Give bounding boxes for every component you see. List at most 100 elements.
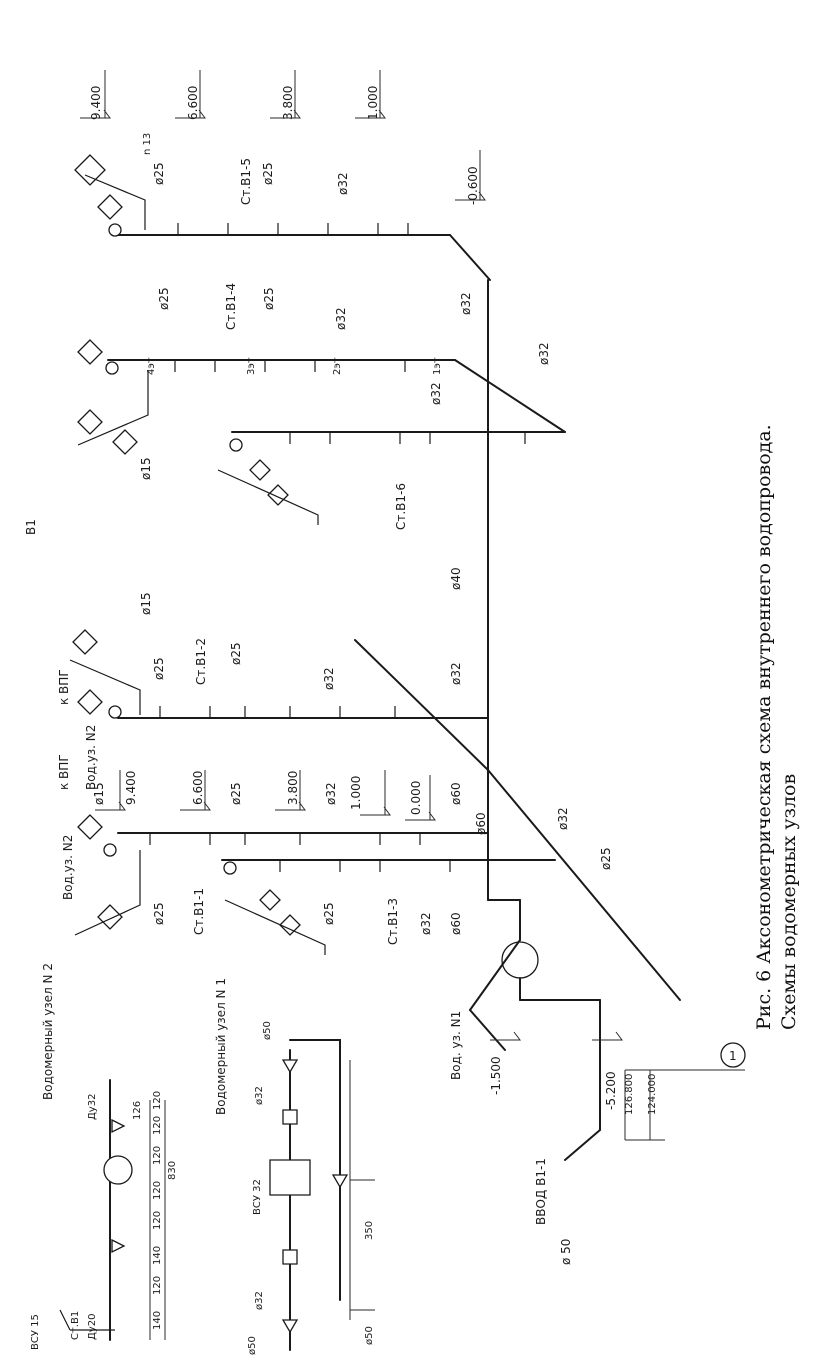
dia-25-i: ø25 (152, 902, 166, 925)
diameter-labels: ø25 ø25 ø32 ø25 ø25 ø32 ø32 ø32 ø32 ø15 … (92, 162, 613, 935)
level-minus-0600: -0.600 (466, 166, 480, 205)
dia-25-f: ø25 (229, 642, 243, 665)
riser-b1-2: Ст.В1-2 (194, 638, 208, 685)
riser-b1-5: Ст.В1-5 (239, 158, 253, 205)
level-minus-1500: -1.500 (489, 1056, 503, 1095)
unit2-dim-4: 120 (152, 1181, 163, 1200)
unit2-dim-5: 120 (152, 1146, 163, 1165)
level-9400-b: 9.400 (124, 771, 138, 805)
dia-25-c: ø25 (157, 287, 171, 310)
level-3800-b: 3.800 (286, 771, 300, 805)
unit1-350-a: 350 (364, 1221, 375, 1240)
level-6600-b: 6.600 (191, 771, 205, 805)
dia-32-a: ø32 (336, 172, 350, 195)
unit1-d50-c: ø50 (364, 1326, 375, 1345)
floor-2: 2эт (332, 357, 343, 375)
note-kvpg-a: к ВПГ (57, 669, 71, 705)
unit2-du32: Ду32 (87, 1094, 98, 1120)
floor-3: 3эт (246, 357, 257, 375)
dia-60-c: ø60 (449, 912, 463, 935)
dia-25-g: ø25 (229, 782, 243, 805)
figure-caption: Рис. 6 Аксонометрическая схема внутренне… (753, 424, 800, 1030)
dia-15-a: ø15 (139, 457, 153, 480)
unit2-dim-2: 140 (152, 1246, 163, 1265)
note-vvod: ВВОД В1-1 (534, 1158, 548, 1225)
unit1-d32-a: ø32 (254, 1291, 265, 1310)
section-marker-label: 1 (729, 1049, 737, 1063)
branch-stubs (149, 223, 526, 872)
floor-labels: 4эт 3эт 2эт 1эт (146, 357, 443, 375)
unit2-stb1: Ст.В1 (70, 1311, 81, 1340)
unit2-dim-8: 126 (132, 1101, 143, 1120)
floor-4: 4эт (146, 357, 157, 375)
dia-40: ø40 (449, 567, 463, 590)
fixtures-upper (74, 154, 319, 525)
note-vod-uz-n2-a: Вод.уз. N2 (84, 725, 98, 790)
dia-15-c: ø15 (92, 782, 106, 805)
caption-line-2: Схемы водомерных узлов (778, 774, 800, 1030)
unit2-dim-1: 120 (152, 1276, 163, 1295)
main-pipework (107, 234, 681, 1161)
note-vvod-dia: ø 50 (559, 1239, 573, 1265)
unit2-dim-7: 120 (152, 1091, 163, 1110)
level-0000: 0.000 (409, 781, 423, 815)
unit2-dim-3: 120 (152, 1211, 163, 1230)
level-1000: 1.000 (366, 86, 380, 120)
note-vod-uz-n1: Вод. уз. N1 (449, 1011, 463, 1080)
level-3800: 3.800 (281, 86, 295, 120)
meter-unit-1: Водомерный узел N 1 ø50 ø32 ВСУ 32 ø32 ø… (214, 978, 375, 1355)
unit1-title: Водомерный узел N 1 (214, 978, 228, 1115)
caption-line-1: Рис. 6 Аксонометрическая схема внутренне… (753, 424, 775, 1030)
sheet-code: B1 (24, 519, 38, 535)
dia-32-e: ø32 (429, 382, 443, 405)
dia-52-a: ø32 (449, 662, 463, 685)
unit1-d50-a: ø50 (247, 1336, 258, 1355)
dia-15-b: ø15 (139, 592, 153, 615)
level-6600: 6.600 (186, 86, 200, 120)
unit1-d32-b: ø32 (254, 1086, 265, 1105)
water-meter-symbol (501, 941, 539, 979)
dia-32-i: ø32 (419, 912, 433, 935)
dia-32-h: ø32 (556, 807, 570, 830)
dia-32-c: ø32 (459, 292, 473, 315)
floor-1: 1эт (432, 357, 443, 375)
riser-b1-1: Ст.В1-1 (192, 888, 206, 935)
unit2-vsu: ВСУ 15 (30, 1314, 41, 1350)
unit2-dim-6: 120 (152, 1116, 163, 1135)
dim-124000: 124.000 (647, 1074, 658, 1115)
dia-25-e: ø25 (152, 657, 166, 680)
dia-25-j: ø25 (322, 902, 336, 925)
meter-unit-2: Водомерный узел N 2 ВСУ 15 Ст.В1 Ду20 Ду… (30, 963, 178, 1350)
dia-32-d: ø32 (537, 342, 551, 365)
level-marks: 9.400 6.600 3.800 1.000 -0.600 9.400 6.6… (80, 70, 623, 1110)
riser-labels: Ст.В1-5 Ст.В1-4 Ст.В1-6 Ст.В1-2 Ст.В1-1 … (192, 158, 408, 945)
note-n13: n 13 (142, 133, 153, 155)
unit2-du20: Ду20 (87, 1314, 98, 1340)
section-marker (720, 1042, 746, 1068)
dia-25-d: ø25 (262, 287, 276, 310)
level-9400: 9.400 (89, 86, 103, 120)
dia-32-f: ø32 (322, 667, 336, 690)
dia-32-g: ø32 (324, 782, 338, 805)
unit2-title: Водомерный узел N 2 (41, 963, 55, 1100)
level-1000-b: 1.000 (349, 776, 363, 810)
note-vod-uz-n2-b: Вод.уз. N2 (61, 835, 75, 900)
note-kvpg-b: к ВПГ (57, 754, 71, 790)
unit2-total: 830 (167, 1161, 178, 1180)
riser-b1-3: Ст.В1-3 (386, 898, 400, 945)
unit1-d50-b: ø50 (262, 1021, 273, 1040)
dia-32-b: ø32 (334, 307, 348, 330)
dim-126800: 126.800 (624, 1074, 635, 1115)
dia-60-b: ø60 (474, 812, 488, 835)
dia-25-a: ø25 (152, 162, 166, 185)
dia-60-a: ø60 (449, 782, 463, 805)
riser-b1-6: Ст.В1-6 (394, 483, 408, 530)
level-minus-5200: -5.200 (604, 1071, 618, 1110)
dia-25-b: ø25 (261, 162, 275, 185)
fixtures-lower (69, 629, 326, 955)
riser-b1-4: Ст.В1-4 (224, 283, 238, 330)
unit1-vsu32: ВСУ 32 (252, 1179, 263, 1215)
unit2-dim-0: 140 (152, 1311, 163, 1330)
dia-25-h: ø25 (599, 847, 613, 870)
